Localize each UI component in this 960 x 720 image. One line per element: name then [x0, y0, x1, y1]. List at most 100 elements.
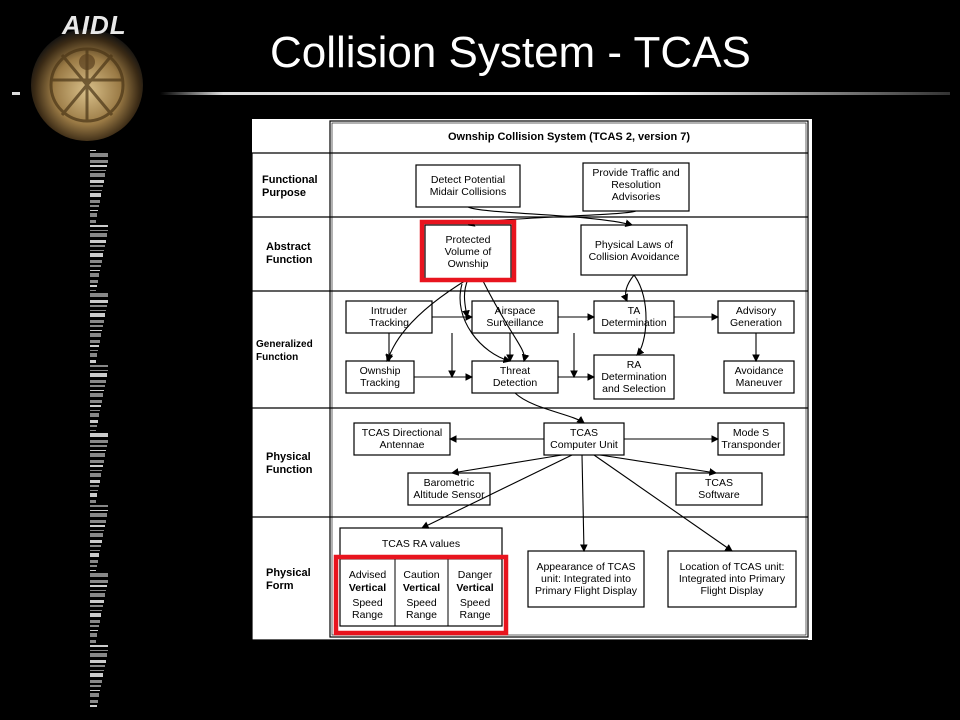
stripe [90, 520, 106, 523]
stripe [90, 445, 107, 447]
box-threat: Threat Detection [492, 365, 538, 389]
stripe [90, 180, 104, 183]
stripe [90, 473, 101, 477]
stripe [90, 605, 103, 607]
stripe [90, 645, 108, 647]
stripe [90, 405, 101, 407]
stripe [90, 690, 100, 691]
ra-vertical-3: Vertical [456, 582, 494, 594]
stripe [90, 540, 102, 543]
title-divider [160, 92, 950, 95]
stripe [90, 590, 106, 591]
stripe [90, 200, 100, 203]
stripe [90, 530, 104, 531]
stripe [90, 233, 107, 237]
title-tick [12, 92, 20, 95]
stripe [90, 230, 108, 231]
stripe [90, 450, 106, 451]
diagram-header: Ownship Collision System (TCAS 2, versio… [447, 131, 691, 143]
stripe [90, 210, 98, 211]
stripe [90, 700, 98, 703]
stripe [90, 560, 98, 563]
ra-advised: Advised [348, 569, 387, 581]
stripe [90, 365, 108, 367]
stripe [90, 373, 107, 377]
stripe [90, 653, 107, 657]
stripe [90, 273, 99, 277]
stripe [90, 573, 108, 577]
stripe [90, 333, 101, 337]
box-appearance: Appearance of TCAS unit: Integrated into… [534, 561, 638, 597]
stripe [90, 420, 98, 423]
stripe [90, 550, 100, 551]
stripe [90, 600, 104, 603]
stripe [90, 513, 107, 517]
stripe [90, 430, 96, 431]
stripe [90, 680, 102, 683]
box-detect: Detect Potential Midair Collisions [429, 174, 507, 198]
stripe [90, 620, 100, 623]
ra-speed-1: Speed Range [352, 597, 383, 621]
stripe [90, 160, 108, 163]
stripe [90, 250, 104, 251]
box-ra: RA Determination and Selection [601, 359, 667, 395]
stripe [90, 170, 106, 171]
box-intruder: Intruder Tracking [369, 305, 409, 329]
stripe [90, 453, 105, 457]
stripe [90, 380, 106, 383]
ra-vertical-2: Vertical [402, 582, 441, 594]
stripe [90, 370, 108, 371]
ra-speed-2: Speed Range [406, 597, 437, 621]
stripe [90, 585, 107, 587]
box-ta: TA Determination [601, 305, 667, 329]
stripe [90, 300, 108, 303]
stripe [90, 220, 96, 223]
box-baro: Barometric Altitude Sensor [413, 477, 485, 501]
tcas-diagram: Ownship Collision System (TCAS 2, versio… [252, 119, 812, 640]
stripe [90, 470, 102, 471]
stripe [90, 673, 103, 677]
box-provide: Provide Traffic and Resolution Advisorie… [592, 167, 680, 203]
stripe [90, 660, 106, 663]
stripe [90, 425, 97, 427]
row-label-physical-form: Physical Form [266, 567, 311, 592]
stripe [90, 205, 99, 207]
stripe [90, 413, 99, 417]
stripe [90, 625, 99, 627]
stripe [90, 685, 101, 687]
stripe [90, 650, 108, 651]
stripe [90, 693, 99, 697]
stripe [90, 340, 100, 343]
stripe [90, 493, 97, 497]
stripe [90, 613, 101, 617]
box-mode-s: Mode S Transponder [721, 427, 781, 451]
stripe [90, 485, 99, 487]
stripe [90, 465, 103, 467]
stripe [90, 500, 96, 503]
stripe [90, 665, 105, 667]
ra-danger: Danger [457, 569, 493, 581]
box-software: TCAS Software [698, 477, 740, 501]
stripe [90, 265, 101, 267]
stripe [90, 305, 107, 307]
stripe [90, 325, 103, 327]
logo-text: AIDL [62, 10, 127, 40]
stripe [90, 593, 105, 597]
stripe [90, 353, 97, 357]
stripe [90, 240, 106, 243]
stripe [90, 185, 103, 187]
stripe [90, 580, 108, 583]
box-ra-values: TCAS RA values [381, 538, 461, 550]
aidl-logo [31, 29, 143, 141]
stripe [90, 553, 99, 557]
stripe [90, 350, 98, 351]
stripe [90, 670, 104, 671]
stripe [90, 385, 105, 387]
stripe [90, 565, 97, 567]
stripe [90, 193, 101, 197]
stripe [90, 285, 97, 287]
stripe [90, 253, 103, 257]
stripe [90, 330, 102, 331]
stripe [90, 460, 104, 463]
stripe [90, 440, 108, 443]
